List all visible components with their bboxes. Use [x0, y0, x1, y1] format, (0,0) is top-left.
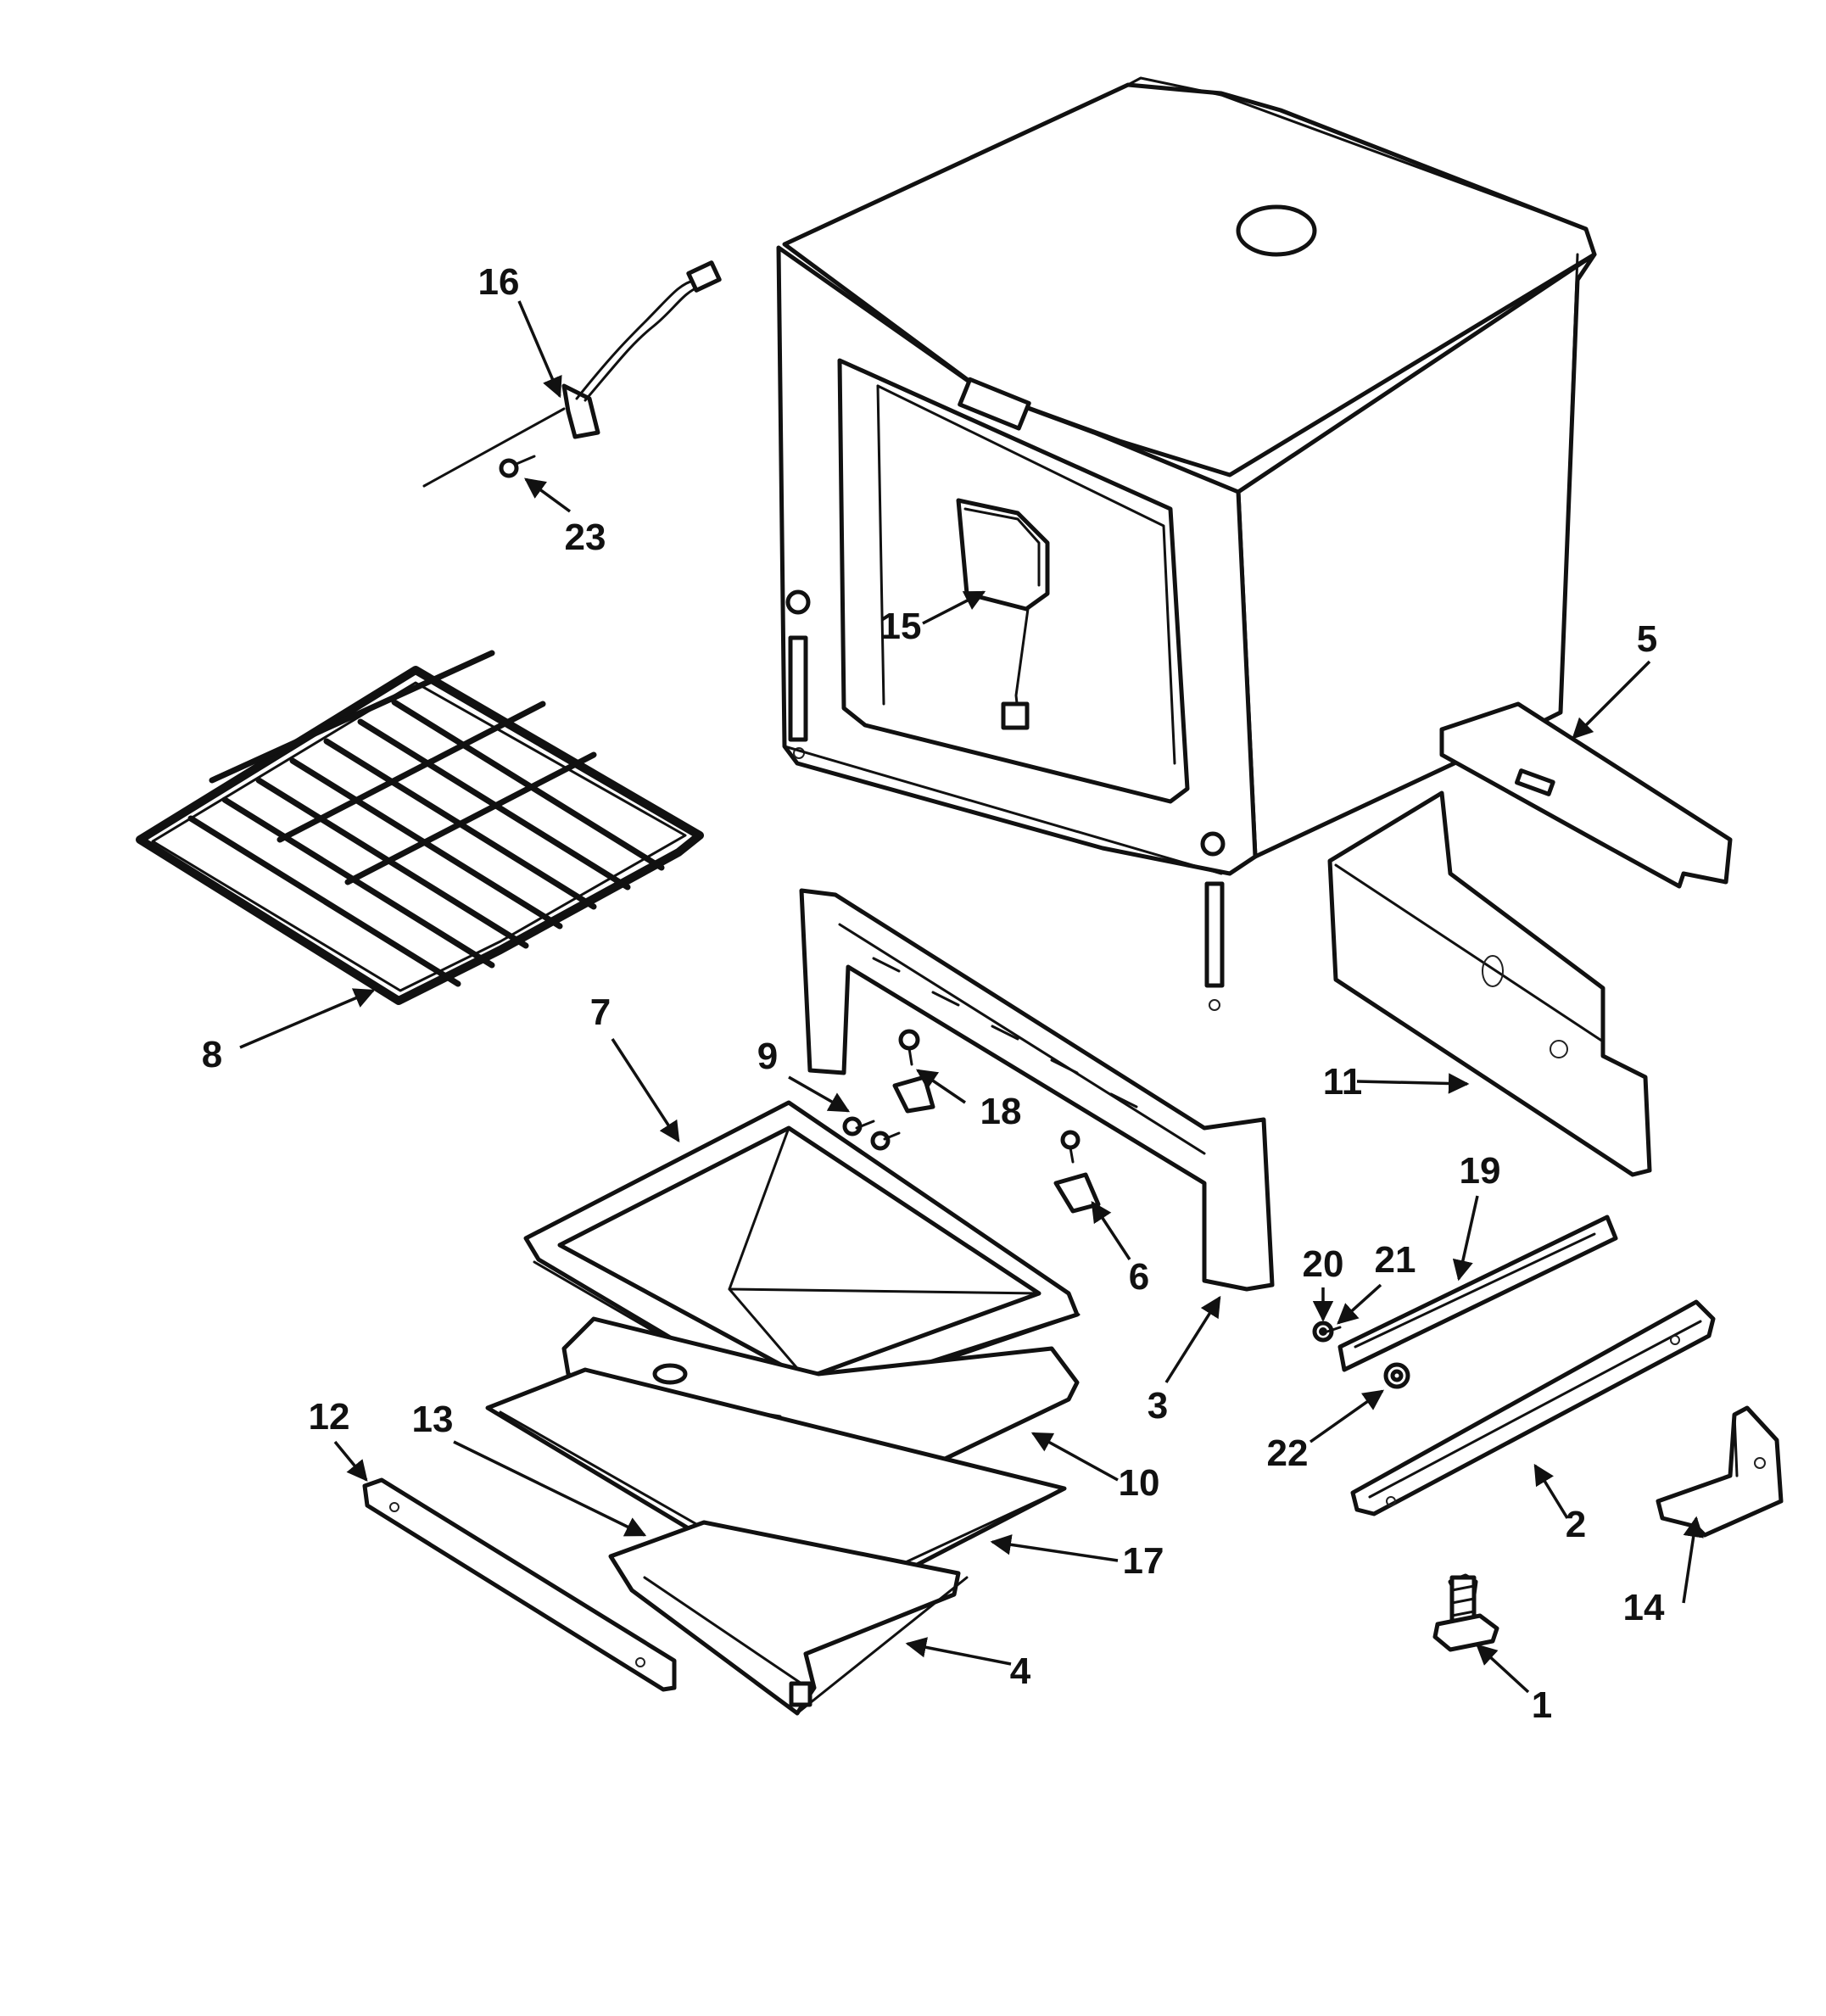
callout-12: 12 [309, 1396, 350, 1438]
callout-1: 1 [1532, 1684, 1552, 1726]
callout-21: 21 [1375, 1239, 1416, 1281]
callout-14: 14 [1623, 1587, 1665, 1628]
oven-rack [136, 650, 704, 1005]
screw-6 [1053, 1130, 1101, 1214]
broiler-pan-insert [523, 1100, 1081, 1414]
oven-cavity [776, 76, 1597, 1011]
callout-11: 11 [1323, 1061, 1363, 1103]
callout-13: 13 [412, 1399, 454, 1440]
callout-19: 19 [1460, 1150, 1501, 1192]
side-rail-2 [1350, 1299, 1716, 1516]
callout-labels: 16 23 15 5 8 7 9 18 11 6 19 20 21 3 22 1… [202, 261, 1665, 1726]
callout-3: 3 [1148, 1385, 1168, 1427]
leveling-leg [1432, 1573, 1499, 1652]
rear-bracket [1439, 701, 1733, 889]
callout-8: 8 [202, 1034, 222, 1075]
callout-22: 22 [1267, 1432, 1309, 1474]
callout-7: 7 [590, 991, 611, 1033]
callout-9: 9 [757, 1036, 778, 1077]
corner-bracket [1656, 1405, 1784, 1538]
screw-21 [1326, 1326, 1342, 1333]
callout-6: 6 [1129, 1256, 1149, 1298]
vent-hole [1236, 204, 1317, 257]
oven-light-assembly [956, 498, 1050, 730]
leader-lines [239, 300, 1704, 1694]
callout-15: 15 [880, 606, 922, 647]
callout-16: 16 [478, 261, 520, 303]
callout-2: 2 [1566, 1504, 1586, 1545]
callout-18: 18 [980, 1091, 1022, 1132]
storage-drawer [608, 1520, 969, 1716]
temperature-sensor [422, 260, 722, 488]
screw-18 [892, 1029, 935, 1114]
side-rail-19 [1337, 1215, 1618, 1372]
screw-20 [1312, 1321, 1334, 1343]
nut-22 [1383, 1362, 1410, 1389]
screws-9 [842, 1116, 901, 1151]
callout-5: 5 [1637, 618, 1657, 660]
callout-20: 20 [1303, 1243, 1344, 1285]
callout-23: 23 [565, 517, 606, 558]
callout-17: 17 [1123, 1540, 1164, 1582]
side-rail-12 [362, 1477, 677, 1692]
screw-23 [499, 455, 536, 478]
callout-10: 10 [1119, 1462, 1160, 1504]
callout-4: 4 [1010, 1650, 1031, 1692]
front-frame-trim [799, 888, 1275, 1292]
heat-shield [1327, 790, 1652, 1177]
